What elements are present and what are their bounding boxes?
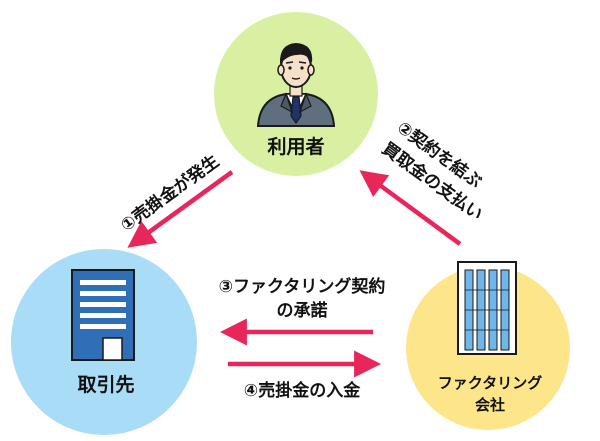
building-icon xyxy=(71,269,135,361)
step2-arrow xyxy=(359,170,462,246)
client-node: 取引先 xyxy=(11,249,197,435)
businessman-icon xyxy=(256,43,336,127)
factoring-node: ファクタリング 会社 xyxy=(406,261,570,430)
factoring-node-label-line1: ファクタリング xyxy=(438,374,542,392)
factoring-node-label-line2: 会社 xyxy=(475,396,505,414)
step3-label-line2: の承諾 xyxy=(277,300,328,321)
step4-label: ④売掛金の入金 xyxy=(244,380,361,401)
office-tower-icon xyxy=(457,261,517,355)
step1-arrow xyxy=(127,170,234,248)
client-node-label: 取引先 xyxy=(77,373,134,396)
step3-label-line1: ③ファクタリング契約 xyxy=(219,276,386,297)
user-node-label: 利用者 xyxy=(267,136,324,158)
step1-label: ①売掛金が発生 xyxy=(117,151,224,236)
user-node: 利用者 xyxy=(214,12,378,176)
